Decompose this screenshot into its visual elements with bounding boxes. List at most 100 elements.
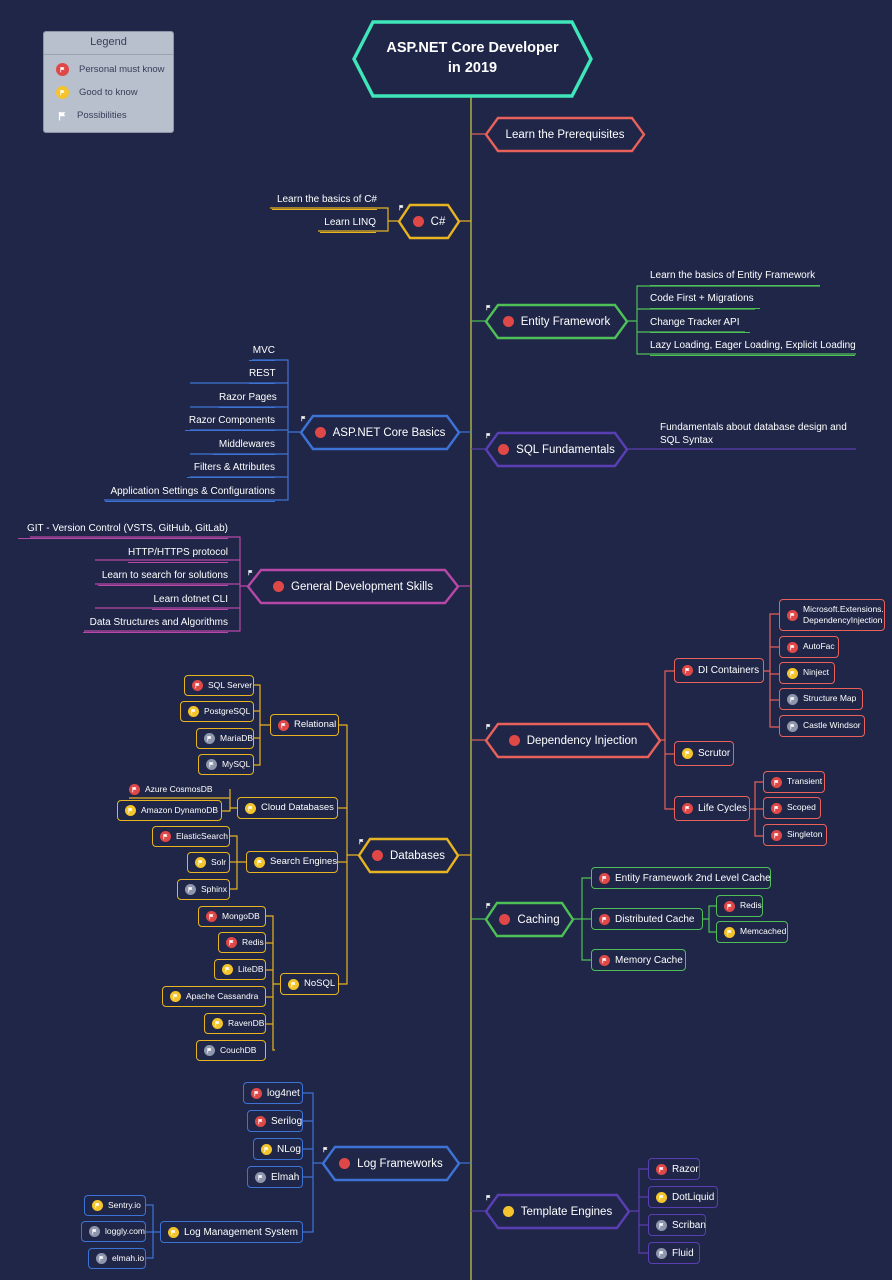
general-search[interactable]: Learn to search for solutions	[98, 570, 228, 586]
roadmap-title-label: ASP.NET Core Developer in 2019	[386, 40, 559, 76]
topic-aspnet-core-basics-label: ASP.NET Core Basics	[332, 426, 446, 439]
general-http[interactable]: HTTP/HTTPS protocol	[128, 547, 228, 563]
db-elasticsearch[interactable]: ElasticSearch	[152, 826, 230, 847]
db-relational[interactable]: Relational	[270, 714, 339, 736]
db-cloud-databases[interactable]: Cloud Databases	[237, 797, 338, 819]
white-flag-icon	[656, 1247, 667, 1259]
topic-prerequisites[interactable]: Learn the Prerequisites	[484, 116, 646, 153]
log-serilog-label: Serilog	[271, 1115, 303, 1127]
di-transient[interactable]: Transient	[763, 771, 825, 793]
di-transient-label: Transient	[787, 776, 823, 787]
db-azure-cosmosdb[interactable]: Azure CosmosDB	[129, 780, 213, 798]
cache-memcached[interactable]: Memcached	[716, 921, 788, 943]
topic-aspnet-core-basics[interactable]: ASP.NET Core Basics	[299, 414, 461, 451]
di-autofac-label: AutoFac	[803, 641, 835, 652]
db-nosql[interactable]: NoSQL	[280, 973, 339, 995]
aspnet-razor-pages[interactable]: Razor Pages	[219, 392, 277, 408]
tpl-dotliquid[interactable]: DotLiquid	[648, 1186, 718, 1208]
di-castle-windsor[interactable]: Castle Windsor	[779, 715, 865, 737]
topic-general-development-skills[interactable]: General Development Skills	[246, 568, 460, 605]
red-flag-icon	[323, 1147, 351, 1169]
db-amazon-dynamodb[interactable]: Amazon DynamoDB	[117, 800, 222, 821]
connector	[339, 724, 358, 856]
log-nlog[interactable]: NLog	[253, 1138, 303, 1160]
db-sphinx[interactable]: Sphinx	[177, 879, 230, 900]
log-log4net[interactable]: log4net	[243, 1082, 303, 1104]
connector	[638, 1211, 648, 1254]
connector	[230, 835, 246, 863]
db-postgresql[interactable]: PostgreSQL	[180, 701, 254, 722]
underline	[650, 331, 750, 333]
di-structure-map[interactable]: Structure Map	[779, 688, 863, 710]
db-mysql[interactable]: MySQL	[198, 754, 254, 775]
db-sql-server[interactable]: SQL Server	[184, 675, 254, 696]
csharp-linq[interactable]: Learn LINQ	[320, 217, 376, 233]
db-litedb[interactable]: LiteDB	[214, 959, 266, 980]
tpl-razor[interactable]: Razor	[648, 1158, 700, 1180]
connector	[628, 285, 820, 322]
csharp-basics[interactable]: Learn the basics of C#	[272, 194, 377, 210]
underline	[83, 631, 228, 633]
topic-dependency-injection[interactable]: Dependency Injection	[484, 722, 662, 759]
ef-change-tracker[interactable]: Change Tracker API	[650, 317, 750, 333]
topic-sql-fundamentals[interactable]: SQL Fundamentals	[484, 431, 629, 468]
ef-loading[interactable]: Lazy Loading, Eager Loading, Explicit Lo…	[650, 340, 856, 356]
di-autofac[interactable]: AutoFac	[779, 636, 839, 658]
general-dotnet-cli[interactable]: Learn dotnet CLI	[152, 594, 228, 610]
db-couchdb[interactable]: CouchDB	[196, 1040, 266, 1061]
log-loggly[interactable]: loggly.com	[81, 1221, 146, 1242]
cache-distributed[interactable]: Distributed Cache	[591, 908, 703, 930]
legend-item-good-to-know: Good to know	[44, 81, 173, 104]
db-ravendb[interactable]: RavenDB	[204, 1013, 266, 1034]
di-ms-extensions[interactable]: Microsoft.Extensions. DependencyInjectio…	[779, 599, 885, 631]
connector	[318, 221, 389, 232]
topic-caching[interactable]: Caching	[484, 901, 575, 938]
log-elmah-io[interactable]: elmah.io	[88, 1248, 146, 1269]
db-mongodb[interactable]: MongoDB	[198, 906, 266, 927]
cache-ef-2nd-level[interactable]: Entity Framework 2nd Level Cache	[591, 867, 771, 889]
db-apache-cassandra[interactable]: Apache Cassandra	[162, 986, 266, 1007]
di-life-cycles[interactable]: Life Cycles	[674, 796, 750, 821]
di-scoped[interactable]: Scoped	[763, 797, 821, 819]
red-flag-icon	[56, 63, 69, 76]
red-flag-icon	[771, 802, 782, 814]
white-flag-icon	[787, 693, 798, 705]
cache-redis[interactable]: Redis	[716, 895, 763, 917]
db-search-engines[interactable]: Search Engines	[246, 851, 338, 873]
db-solr-label: Solr	[211, 856, 227, 867]
cache-memory[interactable]: Memory Cache	[591, 949, 686, 971]
aspnet-mvc[interactable]: MVC	[249, 345, 275, 361]
db-mysql-label: MySQL	[222, 758, 251, 769]
di-containers[interactable]: DI Containers	[674, 658, 764, 683]
db-redis[interactable]: Redis	[218, 932, 266, 953]
log-serilog[interactable]: Serilog	[247, 1110, 303, 1132]
aspnet-middlewares[interactable]: Middlewares	[213, 439, 275, 455]
topic-template-engines[interactable]: Template Engines	[484, 1193, 631, 1230]
topic-log-frameworks[interactable]: Log Frameworks	[321, 1145, 461, 1182]
log-management-system[interactable]: Log Management System	[160, 1221, 303, 1243]
aspnet-rest[interactable]: REST	[249, 368, 276, 384]
di-scrutor[interactable]: Scrutor	[674, 741, 734, 766]
db-solr[interactable]: Solr	[187, 852, 230, 873]
ef-code-first[interactable]: Code First + Migrations	[650, 293, 760, 309]
di-ninject[interactable]: Ninject	[779, 662, 835, 684]
aspnet-filters[interactable]: Filters & Attributes	[187, 462, 275, 478]
di-singleton[interactable]: Singleton	[763, 824, 827, 846]
aspnet-razor-components[interactable]: Razor Components	[185, 415, 275, 431]
topic-csharp[interactable]: C#	[397, 203, 461, 240]
topic-entity-framework[interactable]: Entity Framework	[484, 303, 629, 340]
db-mariadb[interactable]: MariaDB	[196, 728, 254, 749]
roadmap-title[interactable]: ASP.NET Core Developer in 2019	[352, 20, 593, 98]
aspnet-settings[interactable]: Application Settings & Configurations	[105, 486, 275, 502]
general-git[interactable]: GIT - Version Control (VSTS, GitHub, Git…	[18, 523, 228, 539]
log-sentry[interactable]: Sentry.io	[84, 1195, 146, 1216]
yellow-flag-icon	[656, 1191, 667, 1203]
topic-databases[interactable]: Databases	[357, 837, 460, 874]
tpl-scriban[interactable]: Scriban	[648, 1214, 706, 1236]
general-dsa[interactable]: Data Structures and Algorithms	[83, 617, 228, 633]
tpl-fluid[interactable]: Fluid	[648, 1242, 700, 1264]
legend-label: Possibilities	[77, 110, 127, 121]
log-elmah[interactable]: Elmah	[247, 1166, 303, 1188]
ef-basics[interactable]: Learn the basics of Entity Framework	[650, 270, 820, 286]
